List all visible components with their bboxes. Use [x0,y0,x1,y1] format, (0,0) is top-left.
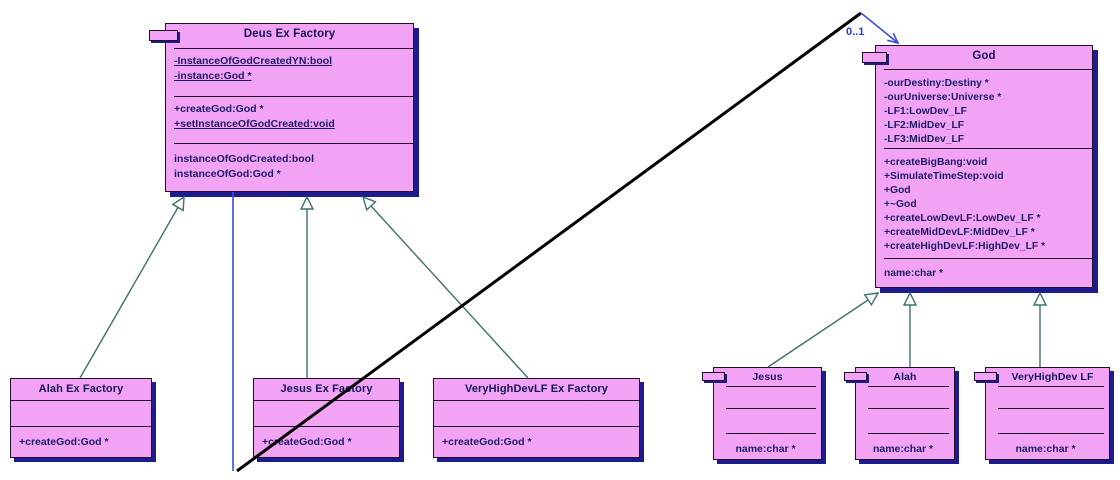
class-title: Deus Ex Factory [243,28,336,40]
inheritance-arrow-jesus-to-god[interactable] [767,292,880,368]
method-line: +God [884,185,911,196]
inheritance-arrow-alahex-to-deus[interactable] [79,195,185,379]
class-title: VeryHighDev LF [1011,371,1094,383]
class-tab-icon [149,30,178,41]
property-line: name:char * [735,443,796,455]
inheritance-arrow-alah-to-god[interactable] [902,291,918,367]
property-line: name:char * [872,443,934,455]
class-tab-icon [974,372,997,381]
method-line: +createBigBang:void [884,157,988,168]
attributes-section [434,401,639,426]
properties-section: name:char * [856,434,954,462]
property-line: name:char * [1015,443,1076,455]
section-divider [884,69,1092,70]
class-title: Jesus [752,371,783,383]
section-divider [11,426,151,427]
class-title: Jesus Ex Factory [280,383,373,395]
class-jesus-ex-factory[interactable]: Jesus Ex Factory +createGod:God * [253,378,400,458]
class-veryhighdev-lf[interactable]: VeryHighDev LF name:char * [974,367,1110,462]
class-deus-ex-factory[interactable]: Deus Ex Factory -InstanceOfGodCreatedYN:… [149,23,414,194]
method-line: +createLowDevLF:LowDev_LF * [884,213,1041,224]
attributes-section [11,401,151,426]
methods-section [856,409,954,433]
section-divider [998,386,1104,387]
attributes-section: -InstanceOfGodCreatedYN:bool -instance:G… [166,49,413,96]
section-divider [11,400,151,401]
attribute-line: -InstanceOfGodCreatedYN:bool [174,55,333,67]
attribute-line: -ourDestiny:Destiny * [884,78,989,89]
inheritance-arrow-vhdex-to-deus[interactable] [361,195,529,379]
method-line: +createGod:God * [19,436,109,448]
property-line: instanceOfGod:God * [174,168,281,180]
methods-section [986,409,1109,433]
class-tab-icon [844,372,867,381]
properties-section: name:char * [714,434,821,462]
method-line: +createHighDevLF:HighDev_LF * [884,241,1046,252]
method-line: +createMidDevLF:MidDev_LF * [884,227,1035,238]
section-divider [884,258,1092,259]
method-line: +createGod:God * [442,436,532,448]
section-divider [998,433,1104,434]
methods-section: +createGod:God * [434,427,639,459]
method-line: +SimulateTimeStep:void [884,171,1004,182]
methods-section: +createGod:God * [254,427,399,459]
properties-section: instanceOfGodCreated:bool instanceOfGod:… [166,144,413,194]
attributes-section [254,401,399,426]
property-line: instanceOfGodCreated:bool [174,153,315,165]
class-title: Alah [893,371,917,383]
properties-section: name:char * [986,434,1109,462]
properties-section: name:char * [876,259,1092,289]
section-divider [884,148,1092,149]
attribute-line: -LF1:LowDev_LF [884,106,967,117]
method-line: +createGod:God * [262,436,352,448]
methods-section [714,409,821,433]
class-title: VeryHighDevLF Ex Factory [464,383,608,395]
method-line: +createGod:God * [174,103,264,115]
methods-section: +createGod:God * [11,427,151,459]
inheritance-arrow-vhdlf-to-god[interactable] [1032,291,1048,367]
attributes-section [856,387,954,408]
class-veryhighdevlf-ex-factory[interactable]: VeryHighDevLF Ex Factory +createGod:God … [433,378,640,458]
methods-section: +createGod:God * +setInstanceOfGodCreate… [166,97,413,143]
class-tab-icon [702,372,725,381]
class-jesus[interactable]: Jesus name:char * [702,367,822,462]
attributes-section [986,387,1109,408]
attributes-section [714,387,821,408]
section-divider [998,408,1104,409]
class-title: God [972,50,996,62]
class-tab-icon [862,52,887,63]
attribute-line: -LF3:MidDev_LF [884,134,965,145]
method-line: +~God [884,199,917,210]
inheritance-arrow-jesusex-to-deus[interactable] [299,195,315,378]
attribute-line: -instance:God * [174,70,252,82]
methods-section: +createBigBang:void +SimulateTimeStep:vo… [876,149,1092,258]
class-alah-ex-factory[interactable]: Alah Ex Factory +createGod:God * [10,378,152,458]
property-line: name:char * [884,268,943,279]
multiplicity-label: 0..1 [846,26,865,38]
attribute-line: -ourUniverse:Universe * [884,92,1002,103]
class-god[interactable]: God -ourDestiny:Destiny * -ourUniverse:U… [862,45,1093,289]
attributes-section: -ourDestiny:Destiny * -ourUniverse:Unive… [876,70,1092,148]
attribute-line: -LF2:MidDev_LF [884,120,965,131]
section-divider [868,386,949,387]
class-alah[interactable]: Alah name:char * [844,367,955,462]
class-title: Alah Ex Factory [38,383,124,395]
section-divider [868,408,949,409]
method-line: +setInstanceOfGodCreated:void [174,118,335,130]
section-divider [868,433,949,434]
